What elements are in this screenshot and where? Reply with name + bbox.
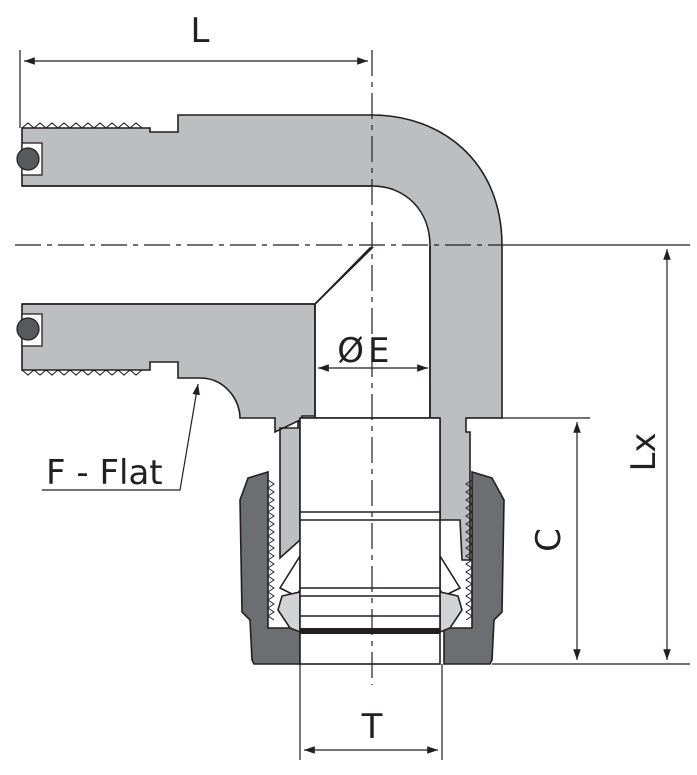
elbow-body (21, 114, 503, 561)
label-Lx: Lx (624, 432, 664, 471)
back-ferrule (277, 591, 463, 634)
nut (239, 470, 505, 665)
dimension-L (19, 50, 368, 128)
f-flat-leader (42, 383, 200, 491)
upper-thread (21, 122, 143, 129)
oring-upper (16, 142, 43, 176)
tube (299, 417, 441, 665)
dimension-Lx (492, 244, 690, 665)
chamfer-line (314, 246, 373, 305)
label-E: E (368, 331, 389, 371)
label-C: C (529, 528, 569, 552)
dimension-C (466, 417, 590, 660)
label-f-flat: F - Flat (46, 453, 163, 493)
oring-lower (16, 313, 43, 347)
dimension-T (299, 664, 443, 760)
label-diameter-symbol: Ø (337, 331, 364, 371)
lower-thread (21, 369, 143, 376)
label-T: T (361, 707, 383, 747)
label-L: L (191, 11, 210, 51)
